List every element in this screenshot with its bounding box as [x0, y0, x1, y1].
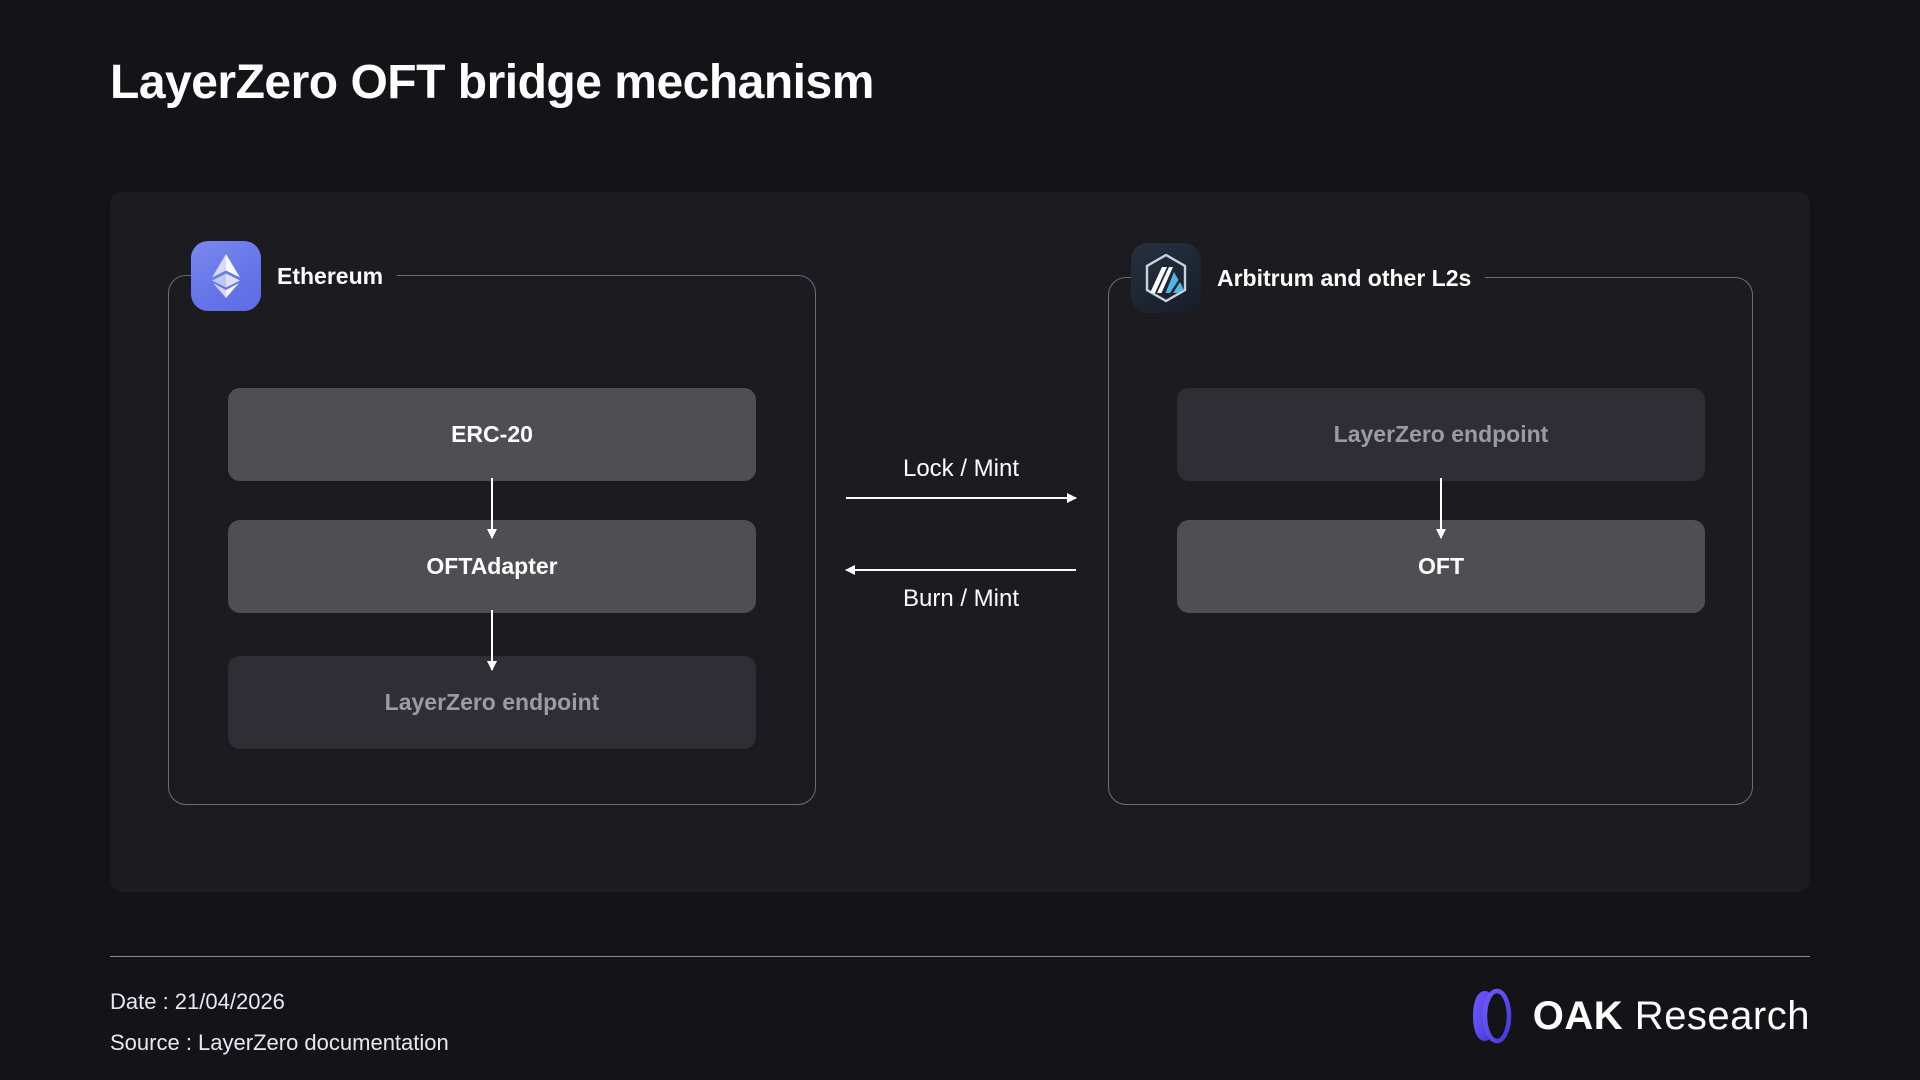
footer-divider: [110, 956, 1810, 957]
oak-research-logo: OAK Research: [1471, 988, 1810, 1044]
oak-wordmark-bold: OAK: [1532, 993, 1624, 1038]
arrow-label-lock-mint: Lock / Mint: [902, 455, 1020, 482]
arrow-down-icon: [1440, 478, 1442, 538]
panel-title-arbitrum: Arbitrum and other L2s: [1217, 264, 1472, 291]
arrow-label-burn-mint: Burn / Mint: [902, 585, 1020, 612]
node-layerzero-endpoint-ethereum[interactable]: LayerZero endpoint: [228, 656, 756, 749]
arrow-right-icon: [846, 497, 1076, 499]
footer-metadata: Date : 21/04/2026 Source : LayerZero doc…: [110, 981, 449, 1063]
panel-title-ethereum: Ethereum: [277, 262, 384, 289]
chain-panel-arbitrum: Arbitrum and other L2s: [1108, 243, 1753, 805]
arbitrum-icon: [1131, 243, 1201, 313]
node-layerzero-endpoint-arbitrum[interactable]: LayerZero endpoint: [1177, 388, 1705, 481]
node-erc20[interactable]: ERC-20: [228, 388, 756, 481]
footer-source: Source : LayerZero documentation: [110, 1030, 449, 1055]
arrow-down-icon: [491, 478, 493, 538]
panel-header-ethereum: Ethereum: [191, 241, 398, 311]
arrow-down-icon: [491, 610, 493, 670]
cross-chain-arrow-burn-mint: Burn / Mint: [846, 555, 1076, 613]
panel-header-arbitrum: Arbitrum and other L2s: [1131, 243, 1486, 313]
oak-ring-icon: [1472, 988, 1512, 1044]
oak-wordmark-light: Research: [1623, 993, 1810, 1038]
chain-panel-ethereum: Ethereum: [168, 241, 816, 805]
page-title: LayerZero OFT bridge mechanism: [110, 56, 874, 109]
footer-date: Date : 21/04/2026: [110, 989, 285, 1014]
arrow-left-icon: [846, 569, 1076, 571]
cross-chain-arrow-lock-mint: Lock / Mint: [846, 455, 1076, 513]
ethereum-icon: [191, 241, 261, 311]
oak-wordmark: OAK Research: [1533, 994, 1810, 1039]
